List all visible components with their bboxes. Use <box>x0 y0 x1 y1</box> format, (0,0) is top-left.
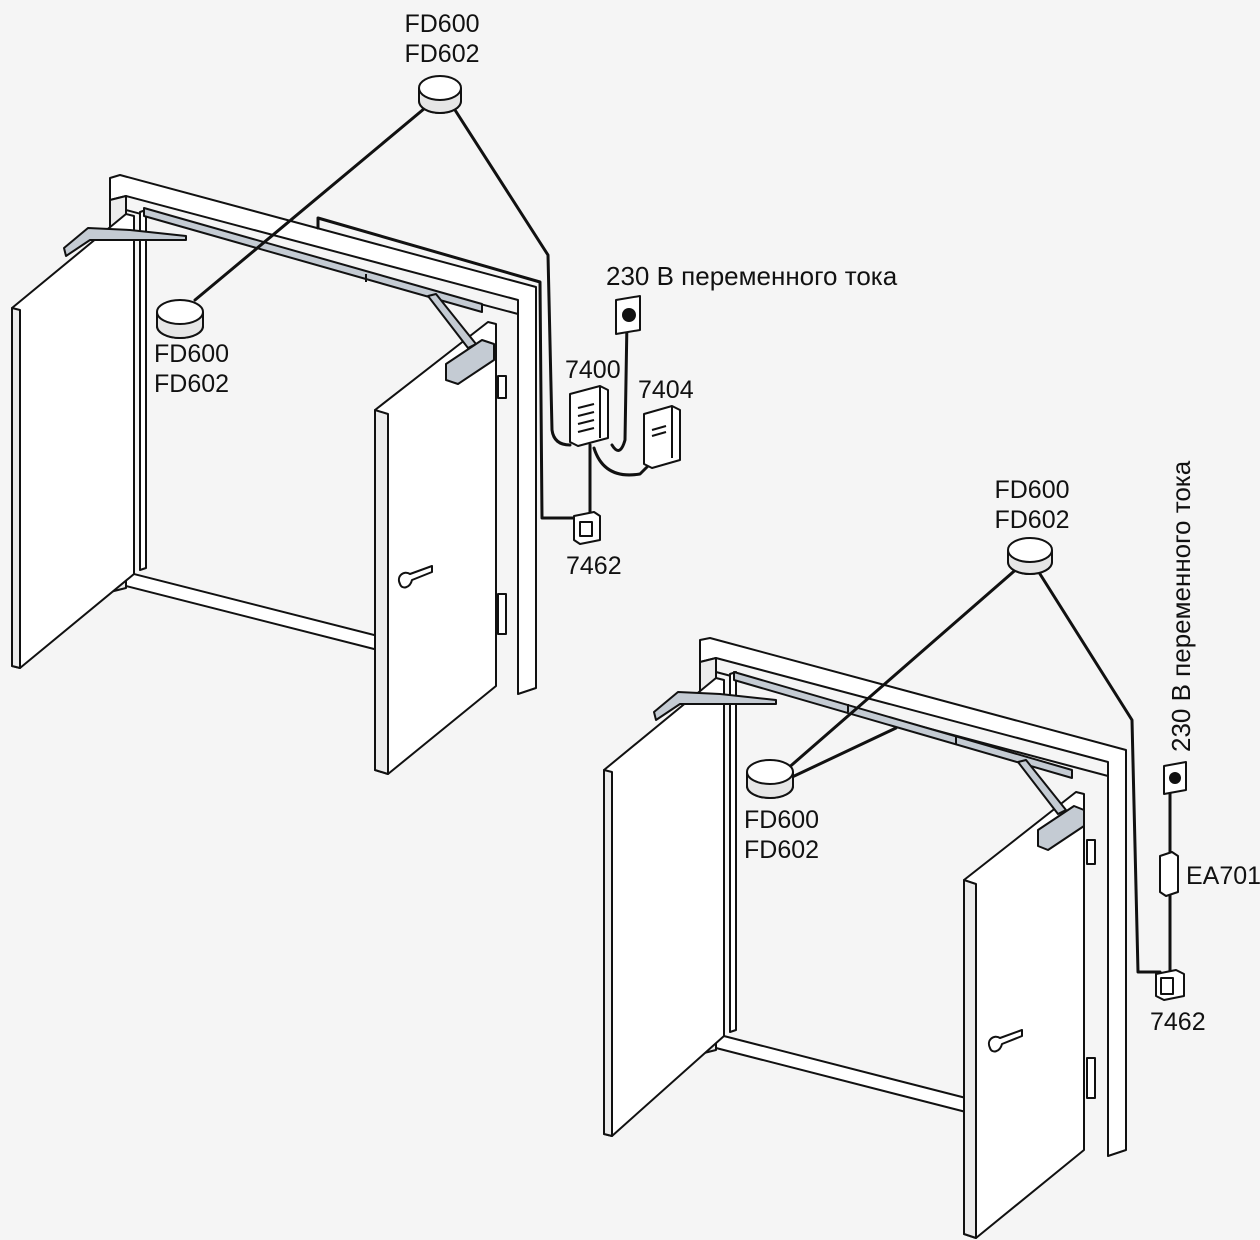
ea-module-ea701 <box>1159 851 1179 897</box>
door-handle-a <box>398 565 433 589</box>
door-handle-b <box>988 1029 1023 1053</box>
release-button-7462-a <box>573 511 601 545</box>
smoke-detector-top-a <box>418 75 462 114</box>
wiring-b <box>784 564 1172 976</box>
closer-arm-left-a <box>63 227 187 257</box>
detector-ceiling-a-label-2: FD602 <box>154 370 229 398</box>
detector-top-a-label-1: FD600 <box>404 10 479 38</box>
power-socket-b <box>1163 761 1187 795</box>
closer-body-a <box>445 339 495 385</box>
power-socket-b-label: 230 В переменного тока <box>1166 460 1196 752</box>
hinge-a2 <box>497 593 507 635</box>
hinge-a1 <box>497 375 507 399</box>
hinge-b1 <box>1086 839 1096 865</box>
closer-rail-b <box>653 671 1085 851</box>
detector-ceiling-b-label-2: FD602 <box>744 836 819 864</box>
hinge-b2 <box>1086 1057 1096 1099</box>
door-leaf-left-a <box>11 213 135 669</box>
smoke-detector-ceiling-a <box>156 299 204 339</box>
closer-rail-a <box>63 207 495 385</box>
diagram-b: FD600 FD602 FD600 FD602 230 В переменног… <box>603 460 1260 1239</box>
closer-body-b <box>1037 805 1085 851</box>
release-button-b-label: 7462 <box>1150 1008 1206 1036</box>
power-supply-7404 <box>643 405 681 469</box>
smoke-detector-top-b <box>1007 537 1053 575</box>
door-leaf-right-b <box>963 791 1096 1239</box>
detector-top-b-label-1: FD600 <box>994 476 1069 504</box>
wiring-a <box>193 96 656 520</box>
door-leaf-right-a <box>374 321 507 775</box>
control-unit-7400 <box>569 385 609 447</box>
ea-module-label: EA701 <box>1186 862 1260 890</box>
detector-ceiling-a-label-1: FD600 <box>154 340 229 368</box>
closer-arm-right-b <box>1017 759 1067 815</box>
door-leaf-left-b <box>603 677 725 1137</box>
detector-top-b-label-2: FD602 <box>994 506 1069 534</box>
power-socket-a-label: 230 В переменного тока <box>606 261 898 291</box>
diagram-a: FD600 FD602 FD600 FD602 230 В переменног… <box>11 10 898 775</box>
power-socket-a <box>615 295 641 335</box>
closer-arm-left-b <box>653 691 777 721</box>
release-button-a-label: 7462 <box>566 552 622 580</box>
control-unit-7400-label: 7400 <box>565 356 621 384</box>
release-button-7462-b <box>1155 969 1185 1001</box>
detector-top-a-label-2: FD602 <box>404 40 479 68</box>
smoke-detector-ceiling-b <box>746 759 794 799</box>
power-supply-7404-label: 7404 <box>638 376 694 404</box>
detector-ceiling-b-label-1: FD600 <box>744 806 819 834</box>
